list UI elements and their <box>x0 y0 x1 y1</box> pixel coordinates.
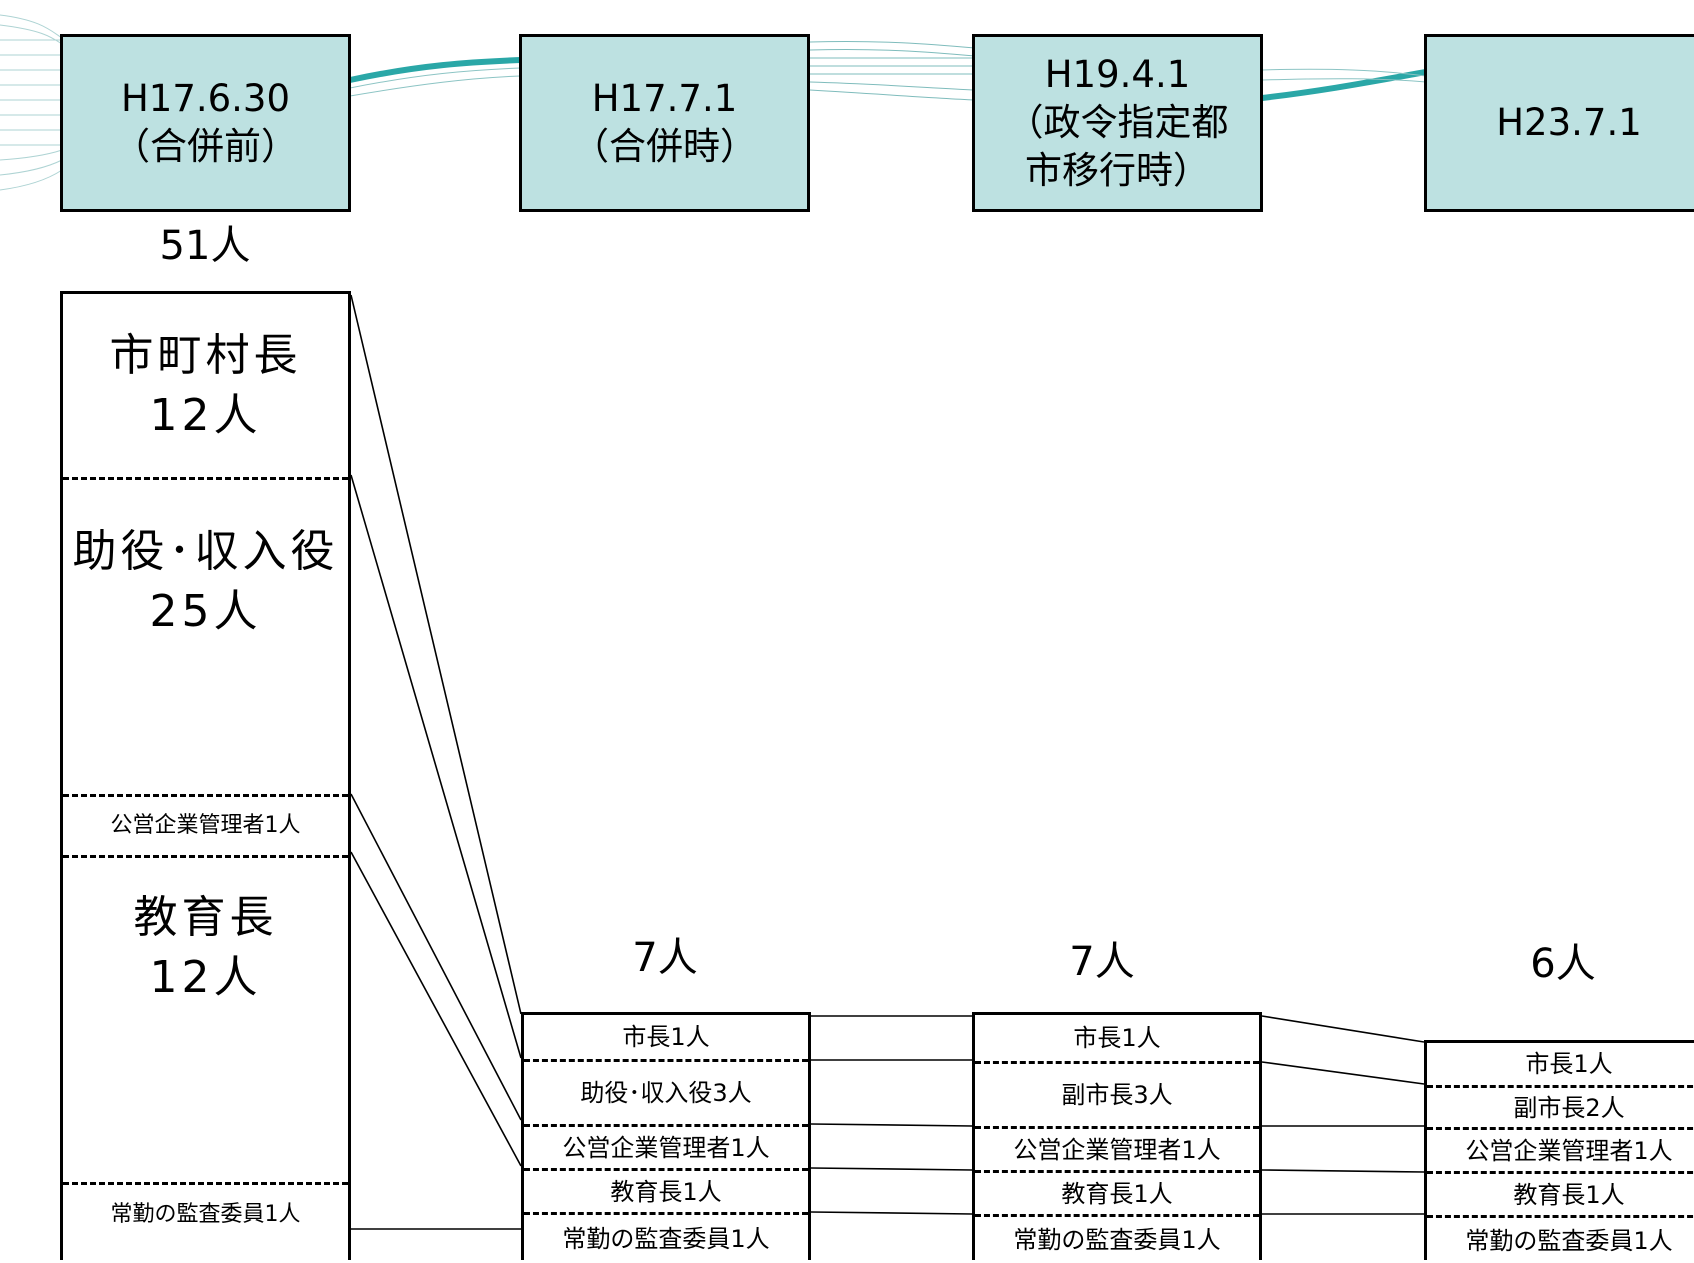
period-date: H19.4.1 <box>1044 53 1191 96</box>
segment-mayor: 市長1人 <box>622 1023 710 1051</box>
connector-education-3 <box>1261 1169 1425 1173</box>
segment-auditor: 常勤の監査委員1人 <box>975 1214 1259 1263</box>
connector-enterprise <box>350 793 522 1121</box>
period-header-merger: H17.7.1 （合併時） <box>519 34 810 212</box>
segment-deputies: 助役･収入役3人 <box>524 1059 808 1124</box>
segment-deputy-mayors: 副市長2人 <box>1427 1085 1694 1127</box>
period-note: （政令指定都 <box>1006 101 1229 144</box>
segment-enterprise-manager: 公営企業管理者1人 <box>1427 1127 1694 1171</box>
total-pre-merger: 51人 <box>159 223 251 269</box>
segment-education: 教育長1人 <box>1427 1171 1694 1215</box>
segment-mayors: 市町村長 12人 <box>63 294 348 477</box>
period-date: H23.7.1 <box>1496 101 1642 144</box>
period-date: H17.6.30 <box>120 77 291 120</box>
segment-mayor: 市長1人 <box>1525 1050 1613 1078</box>
decorative-wave-background <box>0 14 1427 191</box>
segment-mayor: 市長1人 <box>1073 1024 1161 1052</box>
segment-deputy-mayors: 副市長3人 <box>975 1061 1259 1126</box>
total-merger: 7人 <box>632 935 698 981</box>
segment-deputies: 助役･収入役 25人 <box>63 477 348 794</box>
segment-enterprise-manager: 公営企業管理者1人 <box>975 1126 1259 1170</box>
connector-deputies-3 <box>1261 1061 1425 1085</box>
connector-enterprise-2 <box>810 1123 973 1127</box>
connector-auditor-2 <box>810 1211 973 1215</box>
segment-label: 教育長 <box>133 892 278 943</box>
segment-auditor: 常勤の監査委員1人 <box>1427 1215 1694 1263</box>
connector-mayor-3 <box>1261 1015 1425 1043</box>
period-note: （合併時） <box>572 125 757 168</box>
stack-designated-city: 市長1人 副市長3人 公営企業管理者1人 教育長1人 常勤の監査委員1人 <box>972 1012 1262 1260</box>
segment-enterprise-manager: 公営企業管理者1人 <box>524 1124 808 1168</box>
segment-count: 25人 <box>149 586 262 637</box>
connector-mayors-deputies <box>350 474 522 1059</box>
segment-enterprise-manager: 公営企業管理者1人 <box>63 794 348 855</box>
period-note: （合併前） <box>113 125 298 168</box>
period-header-current: H23.7.1 <box>1424 34 1694 212</box>
segment-label: 助役･収入役 <box>72 526 339 577</box>
segment-count: 12人 <box>149 952 262 1003</box>
segment-auditor: 常勤の監査委員1人 <box>524 1212 808 1263</box>
total-current: 6人 <box>1530 941 1596 987</box>
segment-education: 教育長1人 <box>524 1168 808 1212</box>
segment-auditor: 常勤の監査委員1人 <box>63 1182 348 1263</box>
connector-education <box>350 851 522 1167</box>
stack-merger: 市長1人 助役･収入役3人 公営企業管理者1人 教育長1人 常勤の監査委員1人 <box>521 1012 811 1260</box>
segment-education: 教育長1人 <box>975 1170 1259 1214</box>
segment-education: 教育長 12人 <box>63 855 348 1232</box>
period-header-pre-merger: H17.6.30 （合併前） <box>60 34 351 212</box>
period-header-designated-city: H19.4.1 （政令指定都 市移行時） <box>972 34 1263 212</box>
connector-education-2 <box>810 1167 973 1171</box>
stack-pre-merger: 市町村長 12人 助役･収入役 25人 公営企業管理者1人 教育長 12人 常勤… <box>60 291 351 1260</box>
connector-mayors <box>350 294 522 1015</box>
total-designated-city: 7人 <box>1069 939 1135 985</box>
period-note-cont: 市移行時） <box>1025 149 1210 192</box>
segment-label: 市町村長 <box>109 329 302 381</box>
stack-current: 市長1人 副市長2人 公営企業管理者1人 教育長1人 常勤の監査委員1人 <box>1424 1040 1694 1260</box>
segment-count: 12人 <box>149 389 262 441</box>
period-date: H17.7.1 <box>591 77 738 120</box>
